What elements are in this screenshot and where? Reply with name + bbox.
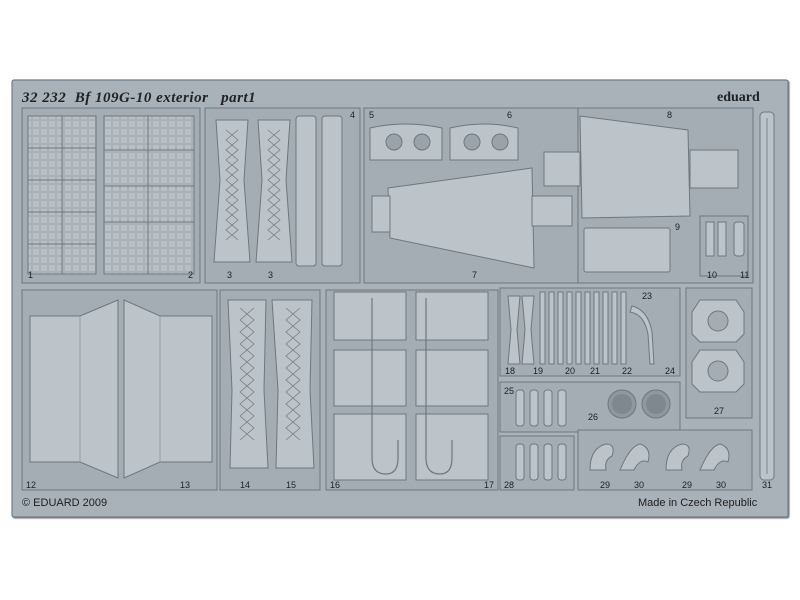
- part-number: 27: [714, 406, 725, 416]
- part-number: 11: [740, 270, 750, 280]
- part-number: 14: [240, 480, 251, 490]
- part-3-left: [213, 119, 293, 263]
- part-number: 20: [565, 366, 576, 376]
- part-number: 25: [504, 386, 515, 396]
- part-14-15: [227, 299, 315, 469]
- part-number: 17: [484, 480, 495, 490]
- part-number: 21: [590, 366, 601, 376]
- part-number: 1: [28, 270, 34, 280]
- part-8-panel: [579, 115, 691, 219]
- part-number: 31: [762, 480, 773, 490]
- part-number: 26: [588, 412, 599, 422]
- part-number: 10: [707, 270, 718, 280]
- part-number: 8: [667, 110, 673, 120]
- part-number: 12: [26, 480, 37, 490]
- copyright-label: © EDUARD 2009: [22, 497, 108, 509]
- parts-18-22-strips: [507, 291, 627, 365]
- sheet-subject: Bf 109G-10 exterior: [74, 90, 209, 106]
- part-number: 19: [533, 366, 544, 376]
- part-number: 4: [350, 110, 356, 120]
- part-number: 7: [472, 270, 478, 280]
- part-number: 15: [286, 480, 297, 490]
- part-number: 23: [642, 291, 653, 301]
- part-10-11: [699, 215, 749, 277]
- part-25: [515, 389, 567, 427]
- part-number: 2: [188, 270, 194, 280]
- origin-label: Made in Czech Republic: [638, 497, 758, 509]
- part-1-grille: [27, 115, 97, 275]
- part-number: 29: [682, 480, 693, 490]
- parts-29-30-clips: [589, 443, 730, 471]
- part-9-block: [583, 227, 671, 273]
- part-number: 30: [716, 480, 727, 490]
- part-5-6-plates: [369, 123, 519, 161]
- part-4-strips: [295, 115, 343, 267]
- part-number: 3: [227, 270, 233, 280]
- part-number: 29: [600, 480, 611, 490]
- part-number: 28: [504, 480, 515, 490]
- part-number: 6: [507, 110, 513, 120]
- part-number: 5: [369, 110, 375, 120]
- part-16-17: [333, 291, 489, 481]
- part-number: 22: [622, 366, 633, 376]
- part-27-rings: [691, 299, 745, 393]
- part-26-discs: [607, 389, 671, 419]
- part-number: 3: [268, 270, 274, 280]
- sheet-code: 32 232: [22, 90, 67, 106]
- sheet-part: part1: [221, 90, 257, 106]
- part-number: 16: [330, 480, 341, 490]
- brand-label: eduard: [717, 90, 760, 105]
- part-2-grille: [103, 115, 195, 275]
- part-number: 9: [675, 222, 681, 232]
- part-23-curve: [629, 305, 655, 365]
- sheet-title: 32 232 Bf 109G-10 exterior part1: [22, 90, 256, 107]
- part-number: 18: [505, 366, 516, 376]
- part-number: 24: [665, 366, 676, 376]
- part-12-13: [29, 299, 213, 479]
- part-number: 30: [634, 480, 645, 490]
- part-number: 13: [180, 480, 191, 490]
